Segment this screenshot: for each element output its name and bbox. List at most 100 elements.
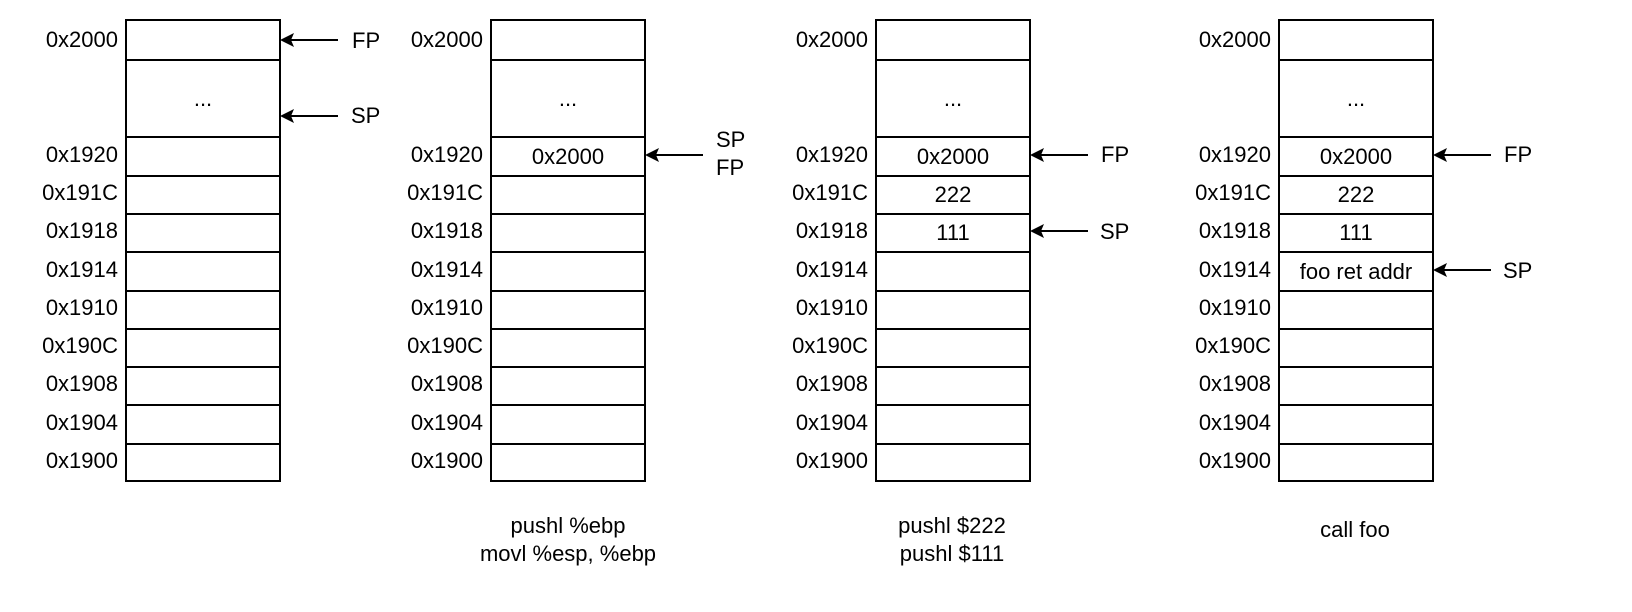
instruction-caption: call foo — [1225, 516, 1485, 544]
sp-fp-pointer-label: SP FP — [716, 127, 746, 180]
stack-cell: 0x2000 — [1280, 136, 1432, 175]
address-label: 0x1920 — [1198, 142, 1271, 167]
stack-box: ... 0x2000 222 111 foo ret addr — [1278, 19, 1434, 482]
stack-cell — [127, 443, 279, 482]
stack-cell — [492, 404, 644, 443]
stack-cell — [492, 366, 644, 404]
stack-cell: 111 — [1280, 213, 1432, 251]
address-label: 0x1910 — [1198, 295, 1271, 320]
stack-cell: foo ret addr — [1280, 251, 1432, 290]
address-label: 0x1900 — [410, 448, 483, 473]
fp-arrow-icon — [1433, 148, 1491, 162]
stack-cell — [127, 366, 279, 404]
stack-cell — [1280, 328, 1432, 366]
stack-cell: 0x2000 — [877, 136, 1029, 175]
address-label: 0x191C — [1195, 180, 1271, 205]
stack-cell — [1280, 21, 1432, 59]
stack-cell — [127, 175, 279, 213]
stack-cell — [492, 443, 644, 482]
sp-arrow-icon — [280, 109, 338, 123]
stack-box: ... 0x2000 222 111 — [875, 19, 1031, 482]
sp-arrow-icon — [1030, 224, 1088, 238]
instruction-line: movl %esp, %ebp — [479, 541, 657, 566]
instruction-line: pushl %ebp — [510, 513, 626, 538]
stack-cell — [1280, 443, 1432, 482]
instruction-caption: pushl %ebp movl %esp, %ebp — [438, 512, 698, 568]
sp-pointer-label: SP — [351, 103, 381, 128]
address-label: 0x191C — [42, 180, 118, 205]
address-label: 0x1910 — [45, 295, 118, 320]
stack-cell: 0x2000 — [492, 136, 644, 175]
stack-box: ... 0x2000 — [490, 19, 646, 482]
address-label: 0x1910 — [795, 295, 868, 320]
address-label: 0x191C — [792, 180, 868, 205]
instruction-line: pushl $222 — [898, 513, 1006, 538]
address-label: 0x191C — [407, 180, 483, 205]
address-label: 0x1914 — [45, 257, 118, 282]
address-label: 0x1908 — [795, 371, 868, 396]
stack-cell — [127, 290, 279, 328]
stack-box: ... — [125, 19, 281, 482]
stack-cell — [1280, 404, 1432, 443]
address-label: 0x1918 — [1198, 218, 1271, 243]
stack-cell — [877, 290, 1029, 328]
stack-cell-gap: ... — [127, 59, 279, 136]
address-label: 0x2000 — [410, 27, 483, 52]
stack-cell — [492, 21, 644, 59]
stack-cell-gap: ... — [492, 59, 644, 136]
address-label: 0x1920 — [45, 142, 118, 167]
sp-pointer-label: SP — [1100, 219, 1130, 244]
stack-cell — [492, 251, 644, 290]
stack-cell — [877, 21, 1029, 59]
stack-cell — [492, 290, 644, 328]
stack-cell — [127, 251, 279, 290]
stack-cell-gap: ... — [877, 59, 1029, 136]
address-label: 0x2000 — [795, 27, 868, 52]
address-label: 0x1920 — [410, 142, 483, 167]
fp-arrow-icon — [280, 33, 338, 47]
address-label: 0x1920 — [795, 142, 868, 167]
address-label: 0x1918 — [410, 218, 483, 243]
instruction-caption: pushl $222 pushl $111 — [822, 512, 1082, 568]
stack-cell — [127, 136, 279, 175]
address-label: 0x1900 — [795, 448, 868, 473]
address-label: 0x1914 — [1198, 257, 1271, 282]
address-label: 0x190C — [1195, 333, 1271, 358]
address-label: 0x1918 — [795, 218, 868, 243]
address-label: 0x1908 — [1198, 371, 1271, 396]
stack-cell — [492, 328, 644, 366]
stack-cell — [127, 404, 279, 443]
address-label: 0x1904 — [795, 410, 868, 435]
stack-cell — [877, 251, 1029, 290]
sp-pointer-label: SP — [1503, 258, 1533, 283]
stack-cell: 222 — [1280, 175, 1432, 213]
stack-cell — [877, 443, 1029, 482]
stack-cell — [492, 213, 644, 251]
address-label: 0x190C — [42, 333, 118, 358]
stack-cell — [1280, 366, 1432, 404]
address-label: 0x1904 — [410, 410, 483, 435]
address-label: 0x1904 — [1198, 410, 1271, 435]
address-label: 0x190C — [792, 333, 868, 358]
stack-cell: 111 — [877, 213, 1029, 251]
fp-pointer-label: FP — [1504, 142, 1533, 167]
address-label: 0x1904 — [45, 410, 118, 435]
stack-cell: 222 — [877, 175, 1029, 213]
stack-cell-gap: ... — [1280, 59, 1432, 136]
instruction-line: call foo — [1320, 517, 1390, 542]
stack-cell — [1280, 290, 1432, 328]
stack-cell — [492, 175, 644, 213]
address-label: 0x1900 — [45, 448, 118, 473]
stack-cell — [127, 21, 279, 59]
address-label: 0x1918 — [45, 218, 118, 243]
sp-arrow-icon — [1433, 263, 1491, 277]
address-label: 0x1908 — [410, 371, 483, 396]
address-label: 0x190C — [407, 333, 483, 358]
address-label: 0x1914 — [410, 257, 483, 282]
address-label: 0x1908 — [45, 371, 118, 396]
fp-pointer-label: FP — [352, 28, 381, 53]
fp-pointer-label: FP — [1101, 142, 1130, 167]
stack-cell — [877, 404, 1029, 443]
address-label: 0x1910 — [410, 295, 483, 320]
stack-cell — [127, 213, 279, 251]
